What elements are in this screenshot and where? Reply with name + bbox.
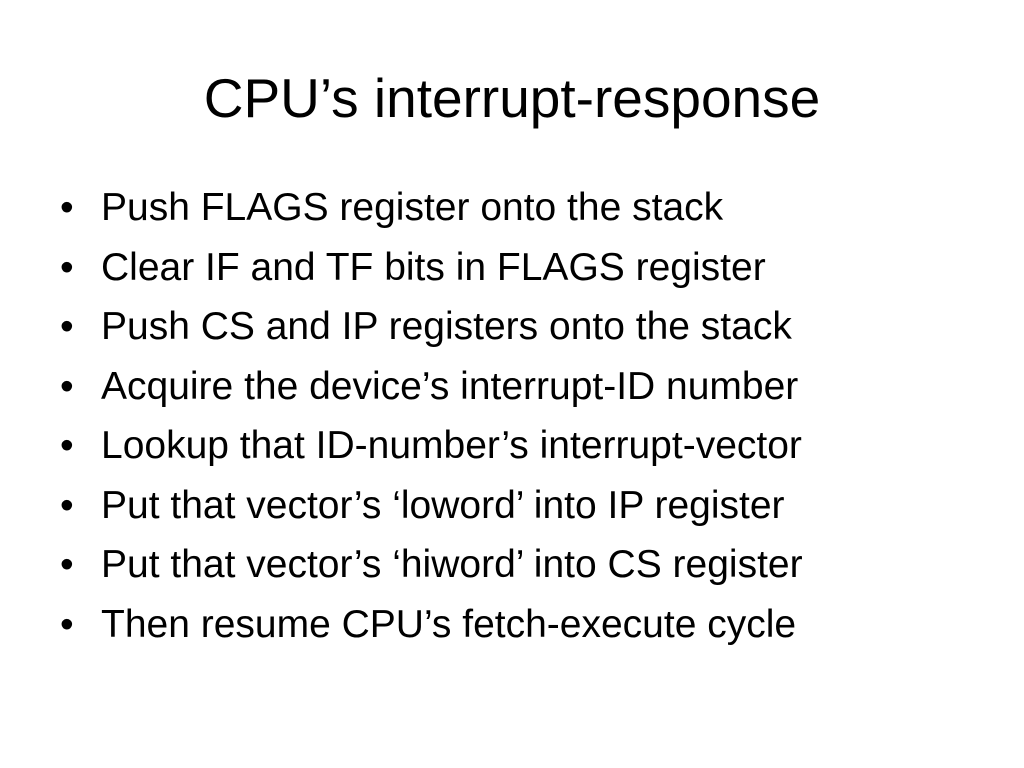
bullet-item: • Acquire the device’s interrupt-ID numb… [60,357,1000,417]
bullet-icon: • [60,424,74,467]
bullet-text: Push FLAGS register onto the stack [101,186,724,229]
slide-title: CPU’s interrupt-response [203,67,821,129]
bullet-text: Put that vector’s ‘loword’ into IP regis… [101,483,785,527]
bullet-item: • Clear IF and TF bits in FLAGS register [60,238,1000,298]
bullet-item: • Put that vector’s ‘hiword’ into CS reg… [60,535,1000,595]
bullet-item: • Put that vector’s ‘loword’ into IP reg… [60,476,1000,536]
bullet-list: • Push FLAGS register onto the stack • C… [60,178,1000,654]
bullet-icon: • [60,305,74,348]
bullet-text: Lookup that ID-number’s interrupt-vector [101,424,802,467]
bullet-text: Then resume CPU’s fetch-execute cycle [101,602,797,646]
bullet-text: Push CS and IP registers onto the stack [101,305,792,348]
bullet-icon: • [60,364,74,408]
bullet-item: • Push FLAGS register onto the stack [60,178,1000,238]
bullet-item: • Push CS and IP registers onto the stac… [60,297,1000,357]
bullet-text: Clear IF and TF bits in FLAGS register [101,245,766,289]
bullet-item: • Then resume CPU’s fetch-execute cycle [60,595,1000,655]
bullet-item: • Lookup that ID-number’s interrupt-vect… [60,416,1000,476]
bullet-icon: • [60,245,74,289]
bullet-icon: • [60,483,74,527]
bullet-text: Put that vector’s ‘hiword’ into CS regis… [101,543,803,586]
bullet-text: Acquire the device’s interrupt-ID number [101,364,799,408]
bullet-icon: • [60,543,74,586]
bullet-icon: • [60,602,74,646]
bullet-icon: • [60,186,74,229]
